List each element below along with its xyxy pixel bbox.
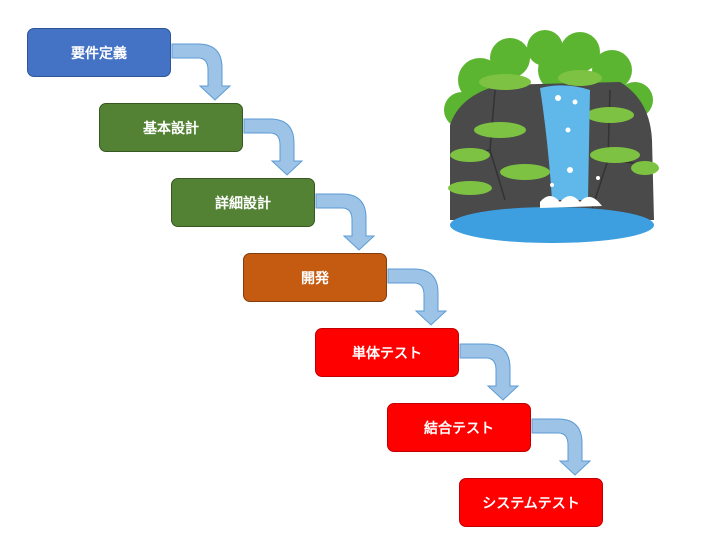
- step-requirements: 要件定義: [27, 28, 171, 77]
- step-label: システムテスト: [482, 495, 580, 512]
- step-basic-design: 基本設計: [99, 103, 243, 152]
- curved-down-arrow-icon: [387, 268, 448, 326]
- waterfall-illustration: [444, 30, 659, 243]
- step-label: 単体テスト: [352, 345, 422, 362]
- step-system-test: システムテスト: [459, 478, 603, 527]
- curved-down-arrow-icon: [243, 118, 304, 176]
- step-integration-test: 結合テスト: [387, 403, 531, 452]
- step-development: 開発: [243, 253, 387, 302]
- step-label: 基本設計: [143, 120, 199, 137]
- step-detailed-design: 詳細設計: [171, 178, 315, 227]
- step-label: 開発: [301, 270, 329, 287]
- curved-down-arrow-icon: [171, 43, 232, 101]
- step-label: 詳細設計: [215, 195, 271, 212]
- step-label: 結合テスト: [424, 420, 494, 437]
- curved-down-arrow-icon: [459, 343, 520, 401]
- curved-down-arrow-icon: [315, 193, 376, 251]
- step-label: 要件定義: [71, 45, 127, 62]
- step-unit-test: 単体テスト: [315, 328, 459, 377]
- curved-down-arrow-icon: [531, 418, 592, 476]
